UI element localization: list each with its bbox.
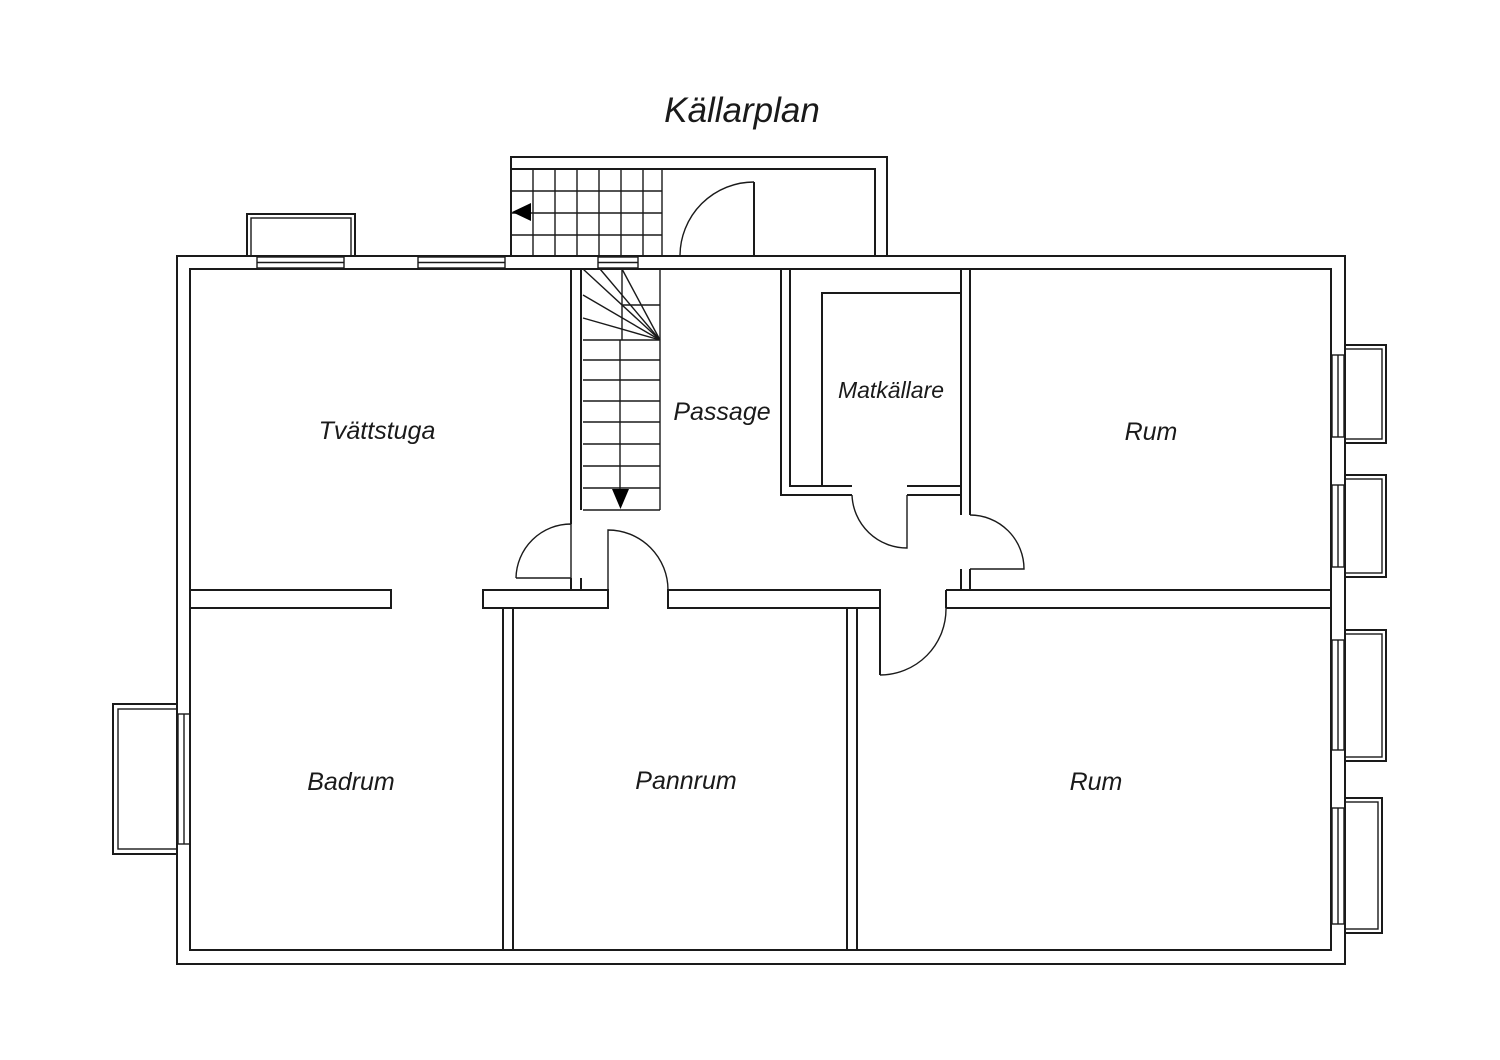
stair-down-arrow-icon: [612, 489, 629, 509]
room-label-matkallare: Matkällare: [838, 377, 944, 403]
exterior-walls: [176, 255, 1346, 965]
stair-up-arrow-icon: [512, 203, 531, 221]
interior-doors: [515, 494, 1025, 676]
entrance-door: [679, 181, 755, 257]
room-labels: Tvättstuga Passage Matkällare Rum Badrum…: [307, 377, 1177, 796]
top-wall-windows: [256, 256, 639, 269]
interior-stair: [582, 268, 661, 511]
room-label-passage: Passage: [673, 398, 770, 426]
entrance-stair-structure: [510, 156, 888, 256]
interior-walls: [190, 268, 1332, 950]
room-label-rum-top: Rum: [1125, 418, 1178, 446]
room-label-rum-bottom: Rum: [1070, 768, 1123, 796]
room-label-pannrum: Pannrum: [635, 767, 736, 795]
right-wall-windows: [1331, 344, 1387, 934]
left-wall-window: [112, 703, 191, 855]
top-bay-window: [246, 213, 356, 257]
room-label-badrum: Badrum: [307, 768, 395, 796]
room-label-tvattstuga: Tvättstuga: [319, 417, 436, 445]
plan-title: Källarplan: [664, 91, 820, 130]
